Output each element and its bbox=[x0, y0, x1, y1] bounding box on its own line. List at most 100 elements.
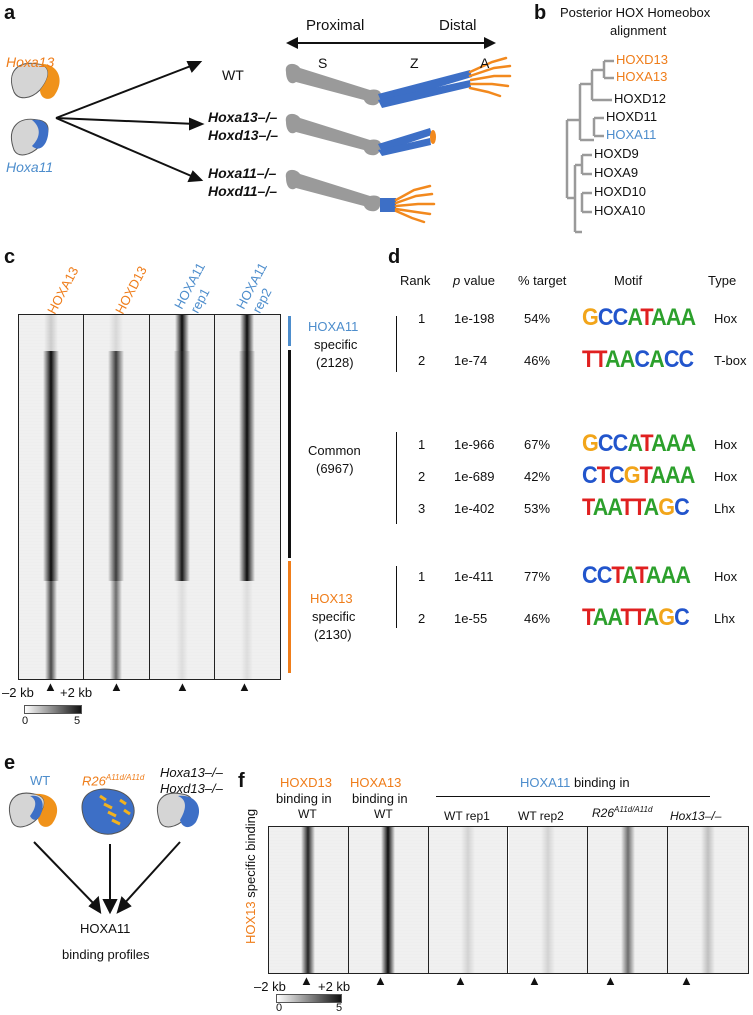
e-arrows bbox=[33, 841, 181, 915]
tree-leaf-hoxa9: HOXA9 bbox=[594, 165, 639, 180]
heatmap-signal-band bbox=[44, 315, 59, 352]
motif-type: Hox bbox=[714, 469, 738, 484]
heatmap-column bbox=[588, 827, 669, 973]
hoxa13-limb-bud bbox=[11, 62, 60, 99]
panel-b-title-1: Posterior HOX Homeobox bbox=[560, 5, 711, 20]
hox13-mutant-label-2: Hoxd13–/– bbox=[208, 127, 279, 143]
grp2-label: Common bbox=[308, 443, 361, 458]
heatmap-signal-band bbox=[381, 827, 396, 973]
motif-pvalue: 1e-55 bbox=[454, 611, 488, 626]
motif-pvalue: 1e-74 bbox=[454, 353, 488, 368]
panel-b-title-2: alignment bbox=[610, 23, 667, 38]
e-wt-label: WT bbox=[30, 773, 51, 788]
f-s3-label: R26A11d/A11d bbox=[592, 805, 653, 820]
hox11-mutant-label-2: Hoxd11–/– bbox=[208, 183, 277, 199]
grp3-label: HOX13 bbox=[310, 591, 353, 606]
d-group3-line bbox=[396, 566, 397, 628]
panel-label-f: f bbox=[238, 770, 245, 792]
tree-leaf-hoxa11: HOXA11 bbox=[606, 127, 657, 142]
f-color-scale bbox=[276, 994, 342, 1003]
e-r26-bud bbox=[81, 788, 135, 835]
heatmap-signal-band bbox=[240, 315, 255, 352]
motif-type: T-box bbox=[714, 353, 747, 368]
f-arrow-2: ▲ bbox=[374, 973, 387, 988]
motif-logo: GCCATAAA bbox=[582, 430, 696, 457]
hoxa11-limb-bud bbox=[11, 118, 49, 156]
c-arrow-3: ▲ bbox=[176, 679, 189, 694]
panel-label-b: b bbox=[534, 2, 547, 24]
heatmap-signal-band bbox=[175, 580, 188, 679]
panel-f-heatmap bbox=[268, 826, 749, 974]
grp1-bar bbox=[288, 316, 291, 346]
panel-label-d: d bbox=[388, 246, 401, 268]
f-c1-b: binding in bbox=[276, 791, 332, 806]
heatmap-signal-band bbox=[109, 315, 124, 352]
motif-target: 67% bbox=[524, 437, 551, 452]
panel-a-arrows bbox=[55, 61, 205, 183]
f-arrow-4: ▲ bbox=[528, 973, 541, 988]
panel-label-c: c bbox=[4, 246, 16, 268]
grp2-bar bbox=[288, 350, 291, 558]
motif-rank: 2 bbox=[418, 353, 426, 368]
motif-rank: 2 bbox=[418, 469, 426, 484]
heatmap-signal-band bbox=[241, 580, 254, 679]
c-left-kb: –2 kb bbox=[2, 685, 34, 700]
hox11-mutant-label-1: Hoxa11–/– bbox=[208, 165, 277, 181]
tree-leaf-hoxd9: HOXD9 bbox=[594, 146, 639, 161]
motif-logo: CCTATAAA bbox=[582, 562, 691, 589]
motif-logo: TTAACACC bbox=[582, 346, 694, 373]
f-group-line bbox=[436, 796, 710, 797]
panel-label-e: e bbox=[4, 752, 16, 774]
heatmap-column bbox=[668, 827, 748, 973]
motif-target: 42% bbox=[524, 469, 551, 484]
motif-rank: 3 bbox=[418, 501, 426, 516]
panel-label-a: a bbox=[4, 2, 16, 24]
e-result-1: HOXA11 bbox=[80, 921, 131, 936]
e-mut-label-2: Hoxd13–/– bbox=[160, 781, 223, 796]
c-arrow-1: ▲ bbox=[44, 679, 57, 694]
grp1-specific-label: specific bbox=[314, 337, 358, 352]
tree-leaf-hoxa10: HOXA10 bbox=[594, 203, 646, 218]
f-right-kb: +2 kb bbox=[318, 979, 351, 994]
zeugopod-label: Z bbox=[410, 55, 419, 71]
motif-pvalue: 1e-689 bbox=[454, 469, 495, 484]
c-arrow-2: ▲ bbox=[110, 679, 123, 694]
motif-type: Hox bbox=[714, 569, 738, 584]
motif-type: Lhx bbox=[714, 611, 735, 626]
c-arrow-4: ▲ bbox=[238, 679, 251, 694]
panel-c-heatmap bbox=[18, 314, 281, 680]
motif-pvalue: 1e-411 bbox=[454, 569, 494, 584]
tree-leaf-hoxd10: HOXD10 bbox=[594, 184, 647, 199]
col-type-header: Type bbox=[708, 273, 737, 288]
distal-label: Distal bbox=[439, 17, 477, 34]
heatmap-signal-band bbox=[701, 827, 716, 973]
heatmap-column bbox=[348, 827, 429, 973]
col-motif-header: Motif bbox=[614, 273, 643, 288]
f-group-label: HOXA11 binding in bbox=[520, 775, 630, 790]
motif-target: 46% bbox=[524, 353, 551, 368]
c-color-scale bbox=[24, 705, 82, 714]
f-arrow-6: ▲ bbox=[680, 973, 693, 988]
grp1-label: HOXA11 bbox=[308, 319, 359, 334]
motif-logo: TAATTAGC bbox=[582, 494, 690, 521]
grp3-specific-label: specific bbox=[312, 609, 356, 624]
phylogenetic-tree bbox=[565, 59, 614, 234]
c-right-kb: +2 kb bbox=[60, 685, 93, 700]
wt-limb bbox=[285, 56, 512, 108]
motif-pvalue: 1e-966 bbox=[454, 437, 495, 452]
d-group2-line bbox=[396, 432, 397, 524]
f-arrow-5: ▲ bbox=[604, 973, 617, 988]
motif-type: Hox bbox=[714, 311, 738, 326]
tree-leaf-hoxd13: HOXD13 bbox=[616, 52, 669, 67]
wt-row-label: WT bbox=[222, 67, 244, 83]
heatmap-column bbox=[269, 827, 349, 973]
f-scale-min: 0 bbox=[276, 1002, 283, 1014]
motif-rank: 1 bbox=[418, 311, 426, 326]
heatmap-signal-band bbox=[301, 827, 316, 973]
hox13-mutant-limb bbox=[285, 113, 436, 156]
heatmap-column bbox=[214, 315, 280, 679]
motif-rank: 1 bbox=[418, 437, 426, 452]
f-s2-label: WT rep2 bbox=[518, 809, 564, 823]
